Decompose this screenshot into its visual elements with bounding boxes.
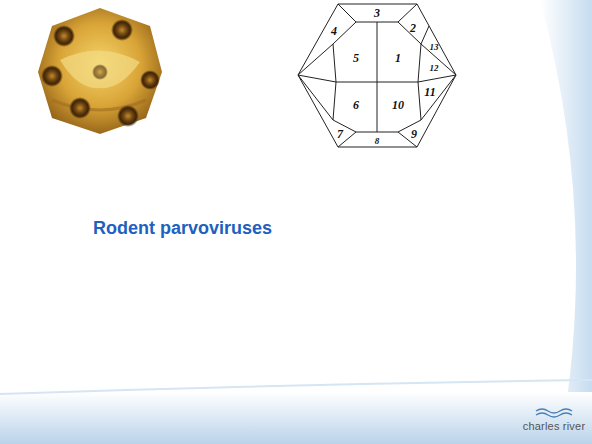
bottom-band — [0, 392, 592, 444]
face-number: 1 — [395, 52, 401, 64]
face-number: 3 — [374, 7, 380, 19]
face-number: 5 — [353, 52, 359, 64]
face-number: 13 — [430, 43, 439, 52]
band-edge — [0, 380, 592, 394]
face-number: 11 — [424, 86, 435, 98]
face-number: 2 — [410, 22, 416, 34]
capsid-face-diagram — [298, 4, 456, 147]
face-number: 9 — [411, 128, 417, 140]
slide-title: Rodent parvoviruses — [93, 219, 272, 237]
face-number: 12 — [430, 64, 439, 73]
capsid-image — [38, 8, 162, 134]
logo-waves — [536, 409, 572, 417]
face-number: 6 — [353, 99, 359, 111]
face-number: 10 — [392, 99, 404, 111]
face-number: 8 — [375, 137, 380, 146]
face-number: 7 — [337, 128, 343, 140]
face-number: 4 — [331, 25, 337, 37]
company-logo: charles river — [523, 421, 586, 432]
side-sweep — [540, 0, 592, 444]
